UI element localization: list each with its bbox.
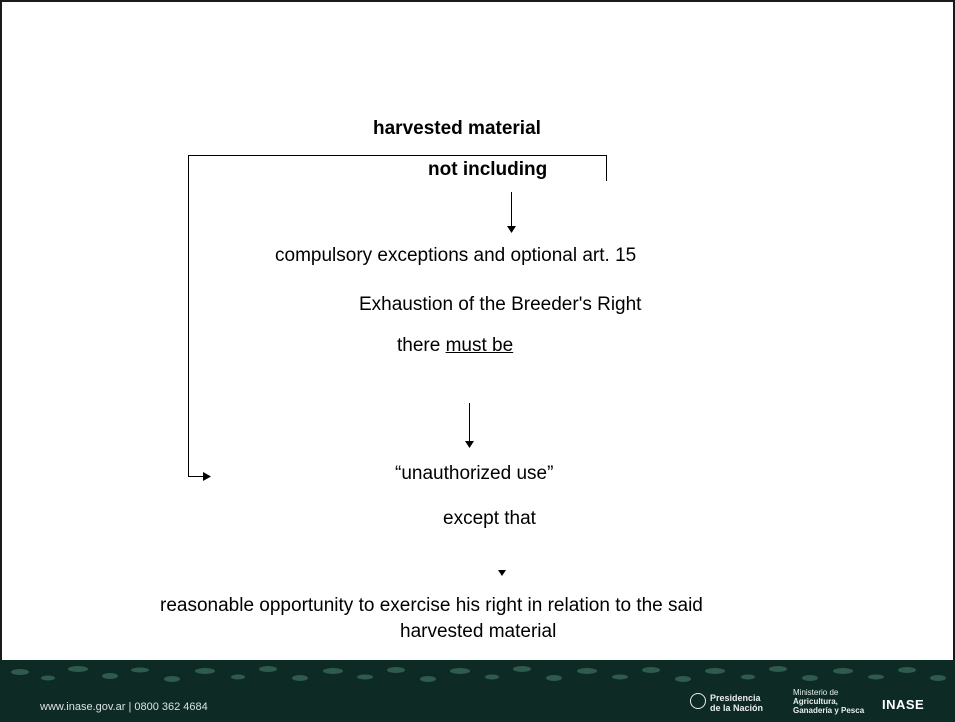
arrow-down-1-shaft bbox=[511, 192, 512, 228]
arrow-down-2-shaft bbox=[469, 403, 470, 443]
presidencia-line2: de la Nación bbox=[710, 703, 764, 713]
presidencia-seal-icon bbox=[690, 693, 706, 709]
inase-logo: INASE bbox=[882, 697, 925, 712]
footer-leaf-pattern bbox=[11, 666, 946, 682]
diagram-title: harvested material bbox=[373, 118, 541, 139]
arrow-down-2-icon bbox=[465, 441, 474, 448]
arrow-down-3-icon bbox=[498, 570, 506, 576]
bracket-left-line bbox=[188, 155, 189, 477]
ministerio-line2: Agricultura, bbox=[793, 697, 838, 706]
reasonable-opportunity-line2: harvested material bbox=[400, 621, 557, 642]
arrow-down-1-icon bbox=[507, 226, 516, 233]
ministerio-line3: Ganadería y Pesca bbox=[793, 706, 865, 715]
presidencia-line1: Presidencia bbox=[710, 693, 761, 703]
there-must-be-text: there must be bbox=[397, 335, 513, 357]
there-word: there bbox=[397, 335, 441, 356]
except-that-text: except that bbox=[443, 508, 536, 529]
bracket-top-line bbox=[188, 155, 606, 156]
ministerio-label: Ministerio de Agricultura, Ganadería y P… bbox=[793, 688, 864, 715]
unauthorized-use-text: “unauthorized use” bbox=[395, 463, 554, 484]
exhaustion-text: Exhaustion of the Breeder's Right bbox=[359, 294, 642, 315]
arrow-right-icon bbox=[203, 472, 211, 481]
presidencia-label: Presidencia de la Nación bbox=[710, 693, 763, 713]
not-including-label: not including bbox=[428, 159, 548, 180]
compulsory-exceptions-text: compulsory exceptions and optional art. … bbox=[275, 245, 637, 266]
bracket-bottom-line bbox=[188, 476, 206, 477]
bracket-right-line bbox=[606, 155, 607, 181]
ministerio-line1: Ministerio de bbox=[793, 688, 839, 697]
must-be-underlined: must be bbox=[445, 335, 514, 356]
reasonable-opportunity-line1: reasonable opportunity to exercise his r… bbox=[160, 595, 703, 616]
footer-bar bbox=[0, 660, 955, 722]
footer-contact: www.inase.gov.ar | 0800 362 4684 bbox=[40, 701, 208, 713]
